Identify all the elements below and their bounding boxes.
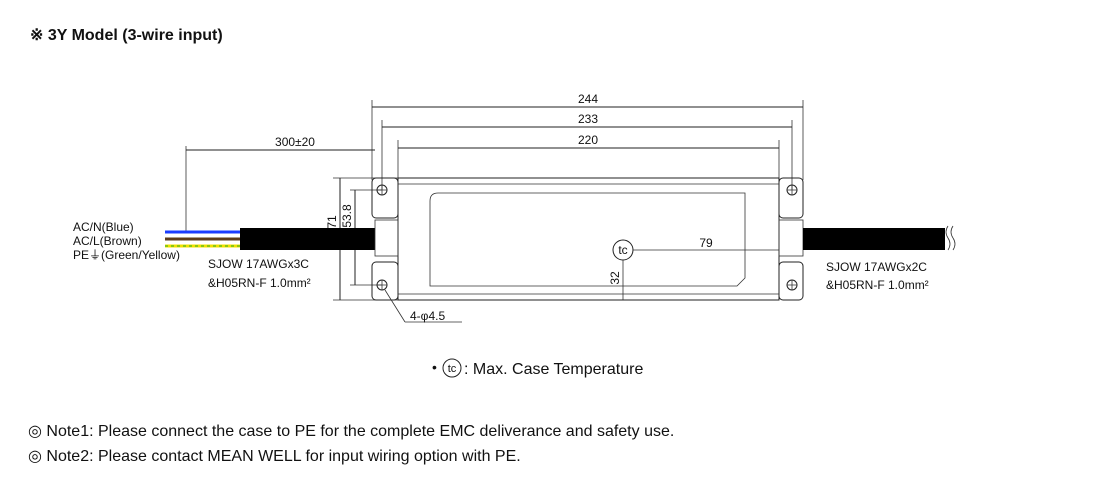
output-cable — [803, 228, 945, 250]
tc-point: tc 79 32 — [608, 236, 779, 300]
mounting-holes — [376, 184, 798, 291]
svg-text:: Max. Case Temperature: : Max. Case Temperature — [464, 361, 643, 378]
svg-text:220: 220 — [578, 133, 598, 147]
tc-legend: • tc : Max. Case Temperature — [432, 358, 643, 378]
svg-text:71: 71 — [325, 215, 339, 229]
page-title: ※ 3Y Model (3-wire input) — [30, 27, 223, 44]
svg-text:300±20: 300±20 — [275, 135, 315, 149]
input-cable — [240, 228, 375, 250]
output-cable-spec-2: &H05RN-F 1.0mm² — [826, 278, 929, 292]
dim-tc-x: 79 — [699, 236, 713, 250]
dim-overall: 244 — [371, 92, 804, 180]
dim-input-cable: 300±20 — [185, 135, 375, 232]
input-cable-spec-1: SJOW 17AWGx3C — [208, 257, 309, 271]
note-1: ◎ Note1: Please connect the case to PE f… — [28, 423, 674, 440]
svg-text:53.8: 53.8 — [340, 204, 354, 228]
svg-text:•: • — [432, 359, 437, 375]
dim-height: 71 — [325, 177, 398, 301]
svg-text:233: 233 — [578, 112, 598, 126]
input-wires — [165, 228, 375, 250]
input-cable-spec-2: &H05RN-F 1.0mm² — [208, 276, 311, 290]
wire-line-label: AC/L(Brown) — [73, 234, 142, 248]
wire-pe-label: PE⏚(Green/Yellow) — [73, 248, 180, 262]
output-cable-spec-1: SJOW 17AWGx2C — [826, 260, 927, 274]
wire-neutral-label: AC/N(Blue) — [73, 220, 134, 234]
dim-tc-y: 32 — [608, 271, 622, 285]
dim-body: 220 — [397, 133, 780, 178]
svg-text:tc: tc — [448, 363, 457, 375]
hole-spec: 4-φ4.5 — [410, 309, 445, 323]
svg-text:tc: tc — [618, 243, 627, 257]
psu-body — [371, 177, 804, 301]
note-2: ◎ Note2: Please contact MEAN WELL for in… — [28, 448, 521, 465]
break-symbol-icon — [945, 225, 956, 251]
svg-text:244: 244 — [578, 92, 598, 106]
